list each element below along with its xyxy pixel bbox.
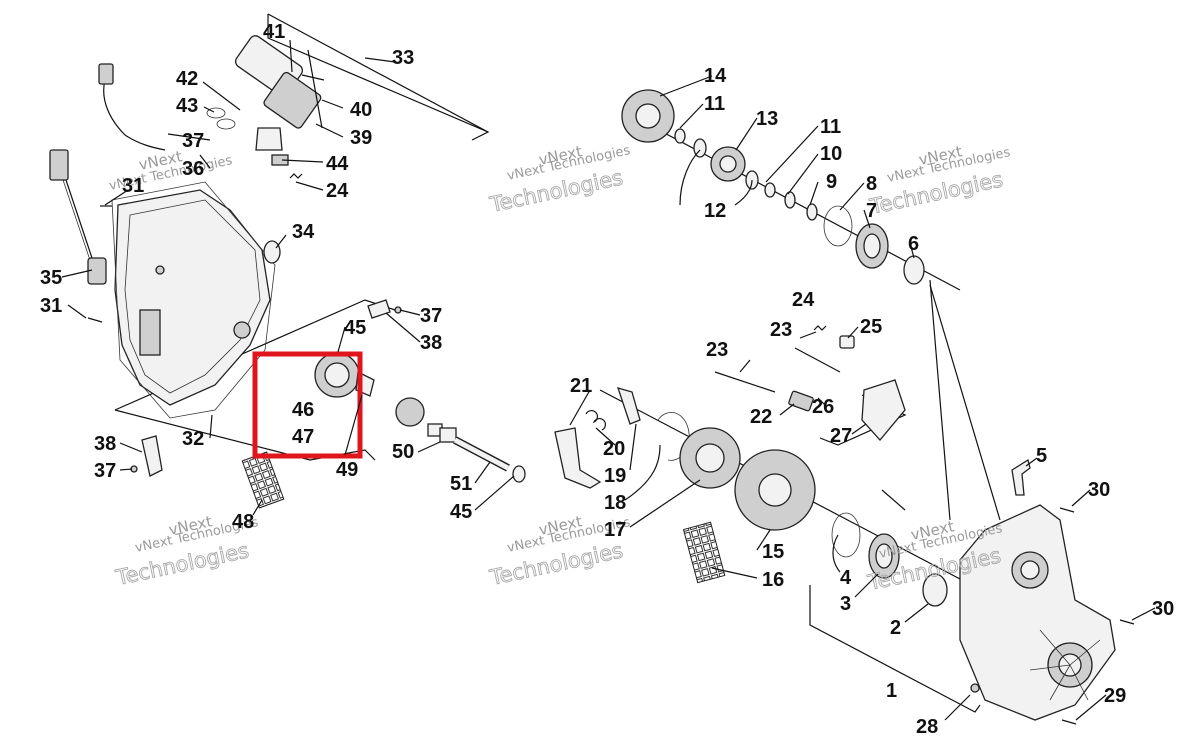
callout-40: 40 (350, 99, 372, 121)
callout-31: 31 (122, 175, 144, 197)
callout-16: 16 (762, 569, 784, 591)
callout-38: 38 (94, 433, 116, 455)
callout-11: 11 (704, 93, 725, 115)
callout-6: 6 (908, 233, 919, 255)
callout-30: 30 (1152, 598, 1174, 620)
callout-14: 14 (704, 65, 727, 87)
callout-22: 22 (750, 406, 772, 428)
callout-39: 39 (350, 127, 372, 149)
callout-45: 45 (344, 317, 366, 339)
callout-36: 36 (182, 158, 204, 180)
callout-49: 49 (336, 459, 358, 481)
callout-2: 2 (890, 617, 901, 639)
callout-47: 47 (292, 426, 314, 448)
callout-5: 5 (1036, 445, 1047, 467)
callout-33: 33 (392, 47, 414, 69)
callout-24: 24 (326, 180, 349, 202)
callout-12: 12 (704, 200, 726, 222)
callout-37: 37 (420, 305, 442, 327)
callout-29: 29 (1104, 685, 1126, 707)
callout-42: 42 (176, 68, 198, 90)
callout-3: 3 (840, 593, 851, 615)
callout-18: 18 (604, 492, 626, 514)
callout-28: 28 (916, 716, 938, 738)
callout-45: 45 (450, 501, 472, 523)
callout-15: 15 (762, 541, 784, 563)
callout-26: 26 (812, 396, 834, 418)
gasket (111, 181, 276, 419)
callout-44: 44 (326, 153, 349, 175)
callout-23: 23 (706, 339, 728, 361)
callout-41: 41 (263, 21, 285, 43)
chaincase-cover (114, 189, 271, 406)
callout-labels: 41 33 42 43 40 37 39 36 44 31 24 34 35 3… (40, 21, 1174, 738)
callout-37: 37 (182, 130, 204, 152)
callout-1: 1 (886, 680, 897, 702)
callout-25: 25 (860, 316, 882, 338)
callout-51: 51 (450, 473, 472, 495)
callout-20: 20 (603, 438, 625, 460)
leader-lines (61, 39, 1156, 721)
callout-21: 21 (570, 375, 592, 397)
left-cover-assembly (49, 13, 526, 509)
callout-37: 37 (94, 460, 116, 482)
callout-19: 19 (604, 465, 626, 487)
callout-27: 27 (830, 425, 852, 447)
callout-30: 30 (1088, 479, 1110, 501)
drive-chain-left (241, 451, 285, 509)
callout-8: 8 (866, 173, 877, 195)
callout-35: 35 (40, 267, 62, 289)
callout-48: 48 (232, 511, 254, 533)
highlight-box (252, 351, 363, 459)
callout-38: 38 (420, 332, 442, 354)
callout-10: 10 (820, 143, 842, 165)
callout-43: 43 (176, 95, 198, 117)
callout-7: 7 (866, 200, 877, 222)
callout-50: 50 (392, 441, 414, 463)
callout-34: 34 (292, 221, 315, 243)
callout-31: 31 (40, 295, 62, 317)
callout-13: 13 (756, 108, 778, 130)
callout-24: 24 (792, 289, 815, 311)
callout-46: 46 (292, 399, 314, 421)
callout-11: 11 (820, 116, 841, 138)
callout-4: 4 (840, 567, 852, 589)
callout-9: 9 (826, 171, 837, 193)
callout-32: 32 (182, 428, 204, 450)
callout-23: 23 (770, 319, 792, 341)
right-gear-assembly (554, 89, 1135, 725)
drive-chain-right (682, 521, 726, 584)
callout-17: 17 (604, 519, 626, 541)
